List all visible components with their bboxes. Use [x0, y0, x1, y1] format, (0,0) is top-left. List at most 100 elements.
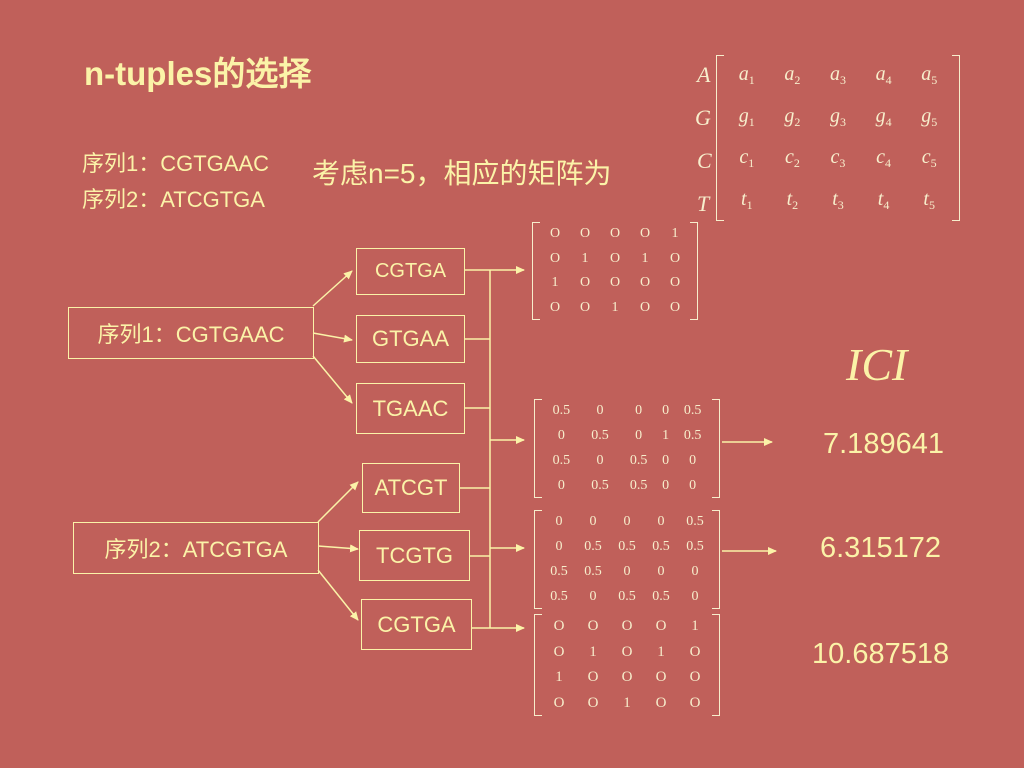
general-matrix-cell: t2	[786, 187, 799, 212]
matrix-cell: 1	[671, 226, 679, 242]
matrix-cell: O	[669, 250, 681, 266]
general-matrix-cell: t3	[832, 187, 844, 212]
matrix-cell: 0.5	[683, 428, 702, 444]
matrix-cell: O	[655, 694, 667, 711]
matrix-cell: 0.5	[584, 539, 602, 555]
matrix-cell: 0.5	[652, 588, 670, 604]
matrix-cell: 0	[596, 452, 604, 468]
matrix-cell: 1	[589, 643, 597, 660]
matrix-cell: 1	[555, 669, 563, 686]
branch-arrow-tcgtg	[317, 544, 359, 553]
matrix-cell: 0.5	[591, 477, 609, 493]
row-label-g: G	[695, 105, 711, 130]
tuple-box-cgtga-2: CGTGA	[361, 599, 472, 650]
matrix-cell: O	[609, 250, 621, 266]
matrix-cell: 0.5	[618, 539, 636, 555]
general-matrix-cell: a2	[784, 63, 801, 88]
matrix-cell: 0	[557, 477, 565, 493]
matrix-cell: 0	[657, 563, 665, 579]
matrix-cell: 1	[611, 299, 619, 315]
matrix-cell: O	[549, 299, 561, 315]
consider-text: 考虑n=5，相应的矩阵为	[312, 158, 612, 189]
matrix-cell: O	[553, 694, 565, 711]
matrix-cell: 0	[623, 514, 631, 530]
branch-arrow-tgaac	[312, 355, 353, 404]
general-matrix-cell: a5	[921, 63, 938, 88]
general-matrix-cell: c5	[921, 146, 937, 171]
matrix-cell: 0	[662, 403, 670, 419]
sequence-2-box: 序列2：ATCGTGA	[73, 522, 319, 574]
matrix-cell: O	[579, 299, 591, 315]
matrix-cell: 0.5	[550, 588, 568, 604]
matrix-cell: 0	[555, 539, 563, 555]
tuple-box-cgtga-1: CGTGA	[356, 248, 465, 295]
ici-label: ICI	[846, 339, 908, 390]
ici-value-2: 6.315172	[820, 532, 941, 564]
matrix-cell: 0	[557, 428, 565, 444]
matrix-cell: O	[553, 643, 565, 660]
tuple-box-atcgt: ATCGT	[362, 463, 460, 513]
matrix-cell: 0.5	[629, 452, 648, 468]
matrix-cell: 1	[623, 694, 631, 711]
matrix-cell: 0	[689, 477, 697, 493]
row-label-c: C	[697, 148, 712, 173]
matrix-cell: O	[609, 226, 621, 242]
matrix-cell: 0	[589, 588, 597, 604]
matrix-cell: 0.5	[618, 588, 636, 604]
matrix-cell: 1	[641, 250, 649, 266]
matrix-cell: 0.5	[683, 403, 702, 419]
matrix-cell: O	[639, 299, 651, 315]
matrix-cell: O	[689, 669, 701, 686]
matrix-cell: O	[621, 618, 633, 635]
general-matrix-cell: g1	[738, 104, 755, 129]
matrix-cell: 0	[662, 452, 670, 468]
matrix-cell: O	[639, 275, 651, 291]
matrix-cell: O	[579, 226, 591, 242]
general-matrix-cell: a3	[829, 63, 846, 88]
general-matrix-cell: c3	[830, 146, 846, 171]
matrix-cell: 0.5	[552, 452, 571, 468]
matrix-cell: 0	[635, 403, 643, 419]
general-matrix-cell: g2	[784, 104, 801, 129]
matrix-cell: O	[669, 299, 681, 315]
sequence-1-box: 序列1：CGTGAAC	[68, 307, 314, 359]
matrix-cell: 0	[691, 588, 699, 604]
row-label-a: A	[697, 62, 711, 87]
matrix-cell: 0	[596, 403, 604, 419]
general-matrix-cell: g3	[829, 104, 846, 129]
matrix-cell: 1	[691, 618, 699, 635]
matrix-cell: 1	[581, 250, 589, 266]
matrix-cell: 1	[551, 275, 559, 291]
branch-arrow-cgtga-1	[312, 270, 353, 307]
matrix-cell: O	[655, 669, 667, 686]
matrix-cell: 0.5	[652, 539, 670, 555]
matrix-cell: 0.5	[550, 563, 568, 579]
sequence-1-text: 序列1：CGTGAAC	[82, 151, 270, 176]
general-matrix-cell: t4	[877, 187, 890, 212]
matrix-cell: O	[689, 643, 701, 660]
ici-value-1: 7.189641	[823, 428, 944, 460]
matrix-cell: O	[553, 618, 565, 635]
matrix-cell: 0.5	[686, 539, 704, 555]
general-matrix-cell: t1	[741, 187, 753, 212]
matrix-cell: 0.5	[584, 563, 602, 579]
matrix-cell: 0	[555, 514, 563, 530]
matrix-cell: 0.5	[552, 403, 571, 419]
row-label-t: T	[697, 191, 710, 216]
matrix-cell: O	[587, 618, 599, 635]
general-matrix-cell: c1	[739, 146, 755, 171]
tuple-box-tcgtg: TCGTG	[359, 530, 470, 581]
tuple-box-gtgaa: GTGAA	[356, 315, 465, 363]
matrix-cell: 0	[589, 514, 597, 530]
matrix-cell: 1	[662, 428, 670, 444]
matrix-cell: 0	[689, 452, 697, 468]
matrix-cell: O	[639, 226, 651, 242]
general-matrix-cell: g5	[921, 104, 938, 129]
general-matrix-cell: c2	[784, 146, 800, 171]
